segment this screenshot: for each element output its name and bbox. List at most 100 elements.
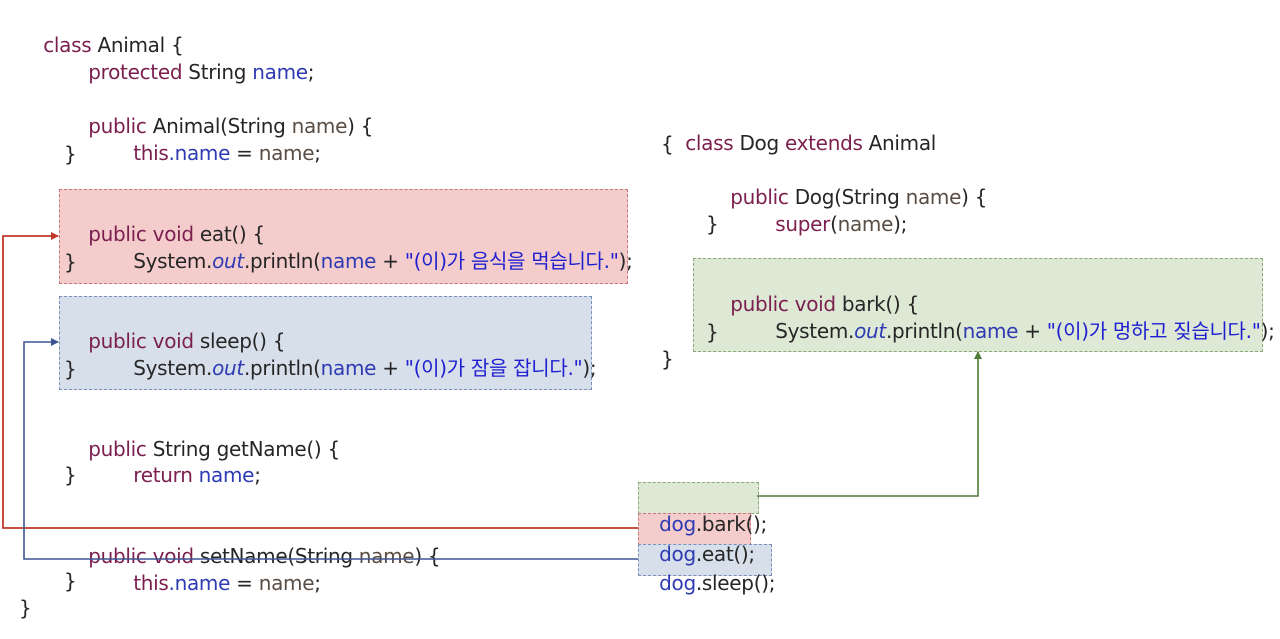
call-plus: + [1018, 319, 1047, 343]
object: dog [659, 571, 696, 595]
brace: { [170, 33, 184, 57]
param: name [837, 212, 894, 236]
keyword-extends: extends [784, 131, 863, 155]
op: = [230, 141, 259, 165]
animal-constructor-body: this.name = name; [109, 114, 321, 165]
method: .eat(); [695, 542, 755, 566]
call-a: System. [775, 319, 855, 343]
param: name [358, 544, 415, 568]
open: ( [830, 212, 838, 236]
param: name [258, 141, 315, 165]
call-out: out [212, 356, 244, 380]
getname-method-close: } [64, 463, 77, 487]
class-name: Dog [739, 131, 779, 155]
call-name: name [320, 356, 377, 380]
call-plus: + [376, 356, 405, 380]
bark-method-sig: public void bark() { [706, 265, 919, 316]
animal-constructor-close: } [64, 142, 77, 166]
object: dog [659, 512, 696, 536]
param: name [905, 185, 962, 209]
call-b: .println( [243, 356, 321, 380]
ctor: Animal(String [152, 114, 286, 138]
end: ; [314, 141, 321, 165]
call-name: name [320, 249, 377, 273]
op: = [230, 571, 259, 595]
keyword: this [133, 141, 169, 165]
field: name [252, 60, 308, 84]
end: ) { [347, 114, 374, 138]
keyword: this [133, 571, 169, 595]
dog-bark-call-highlight [638, 482, 759, 514]
sig: Dog(String [794, 185, 900, 209]
dog-class-open: { [661, 132, 674, 156]
call-out: out [854, 319, 886, 343]
animal-class-close: } [19, 596, 32, 620]
method: .bark(); [695, 512, 767, 536]
class-name: Animal [97, 33, 165, 57]
call-a: System. [133, 249, 213, 273]
bark-method-body: System.out.println(name + "(이)가 멍하고 짖습니다… [751, 292, 1275, 343]
setname-method-body: this.name = name; [109, 544, 321, 595]
keyword: return [133, 463, 193, 487]
string-literal: "(이)가 음식을 먹습니다." [404, 249, 619, 273]
field: .name [168, 141, 231, 165]
animal-constructor-sig: public Animal(String name) { [64, 87, 373, 138]
bark-call-arrow [757, 351, 982, 497]
method: .sleep(); [695, 571, 776, 595]
call-end: ); [618, 249, 633, 273]
dog-class-header: class Dog extends Animal [661, 104, 936, 155]
call-end: ); [1260, 319, 1275, 343]
bark-method-close: } [706, 320, 719, 344]
object: dog [659, 542, 696, 566]
type: String [188, 60, 247, 84]
param: name [291, 114, 348, 138]
sleep-method-sig: public void sleep() { [64, 302, 285, 353]
sleep-method-body: System.out.println(name + "(이)가 잠을 잡니다."… [109, 329, 596, 380]
string-literal: "(이)가 멍하고 짖습니다." [1046, 319, 1261, 343]
setname-method-close: } [64, 569, 77, 593]
string-literal: "(이)가 잠을 잡니다." [404, 356, 583, 380]
call-a: System. [133, 356, 213, 380]
call-plus: + [376, 249, 405, 273]
end: ); [893, 212, 908, 236]
end: ; [314, 571, 321, 595]
eat-method-close: } [64, 250, 77, 274]
param: name [258, 571, 315, 595]
dog-bark-call: dog.bark(); [647, 485, 767, 536]
keyword: public [730, 185, 789, 209]
eat-method-body: System.out.println(name + "(이)가 음식을 먹습니다… [109, 222, 633, 273]
keyword: protected [88, 60, 183, 84]
field: name [198, 463, 255, 487]
sig: bark() { [841, 292, 919, 316]
dog-constructor-close: } [706, 212, 719, 236]
call-out: out [212, 249, 244, 273]
end: ) { [414, 544, 441, 568]
setname-method-sig: public void setName(String name) { [64, 517, 440, 568]
keyword: public void [730, 292, 836, 316]
eat-method-sig: public void eat() { [64, 195, 265, 246]
call-name: name [962, 319, 1019, 343]
animal-field-decl: protected String name; [64, 33, 314, 84]
parent-class: Animal [868, 131, 937, 155]
dog-class-close: } [661, 347, 674, 371]
keyword: public [88, 114, 147, 138]
keyword: class [685, 131, 734, 155]
dog-sleep-call-highlight [638, 544, 772, 576]
call-end: ); [582, 356, 597, 380]
semicolon: ; [307, 60, 315, 84]
end: ) { [961, 185, 988, 209]
dog-eat-call: dog.eat(); [647, 515, 755, 566]
end: ; [254, 463, 261, 487]
field: .name [168, 571, 231, 595]
call-b: .println( [243, 249, 321, 273]
keyword: class [43, 33, 92, 57]
animal-class-header: class Animal { [19, 6, 183, 57]
keyword: super [775, 212, 831, 236]
getname-method-sig: public String getName() { [64, 410, 340, 461]
dog-sleep-call: dog.sleep(); [647, 544, 775, 595]
sleep-method-close: } [64, 357, 77, 381]
dog-constructor-body: super(name); [751, 185, 907, 236]
dog-constructor-sig: public Dog(String name) { [706, 158, 987, 209]
call-b: .println( [885, 319, 963, 343]
getname-method-body: return name; [109, 436, 261, 487]
